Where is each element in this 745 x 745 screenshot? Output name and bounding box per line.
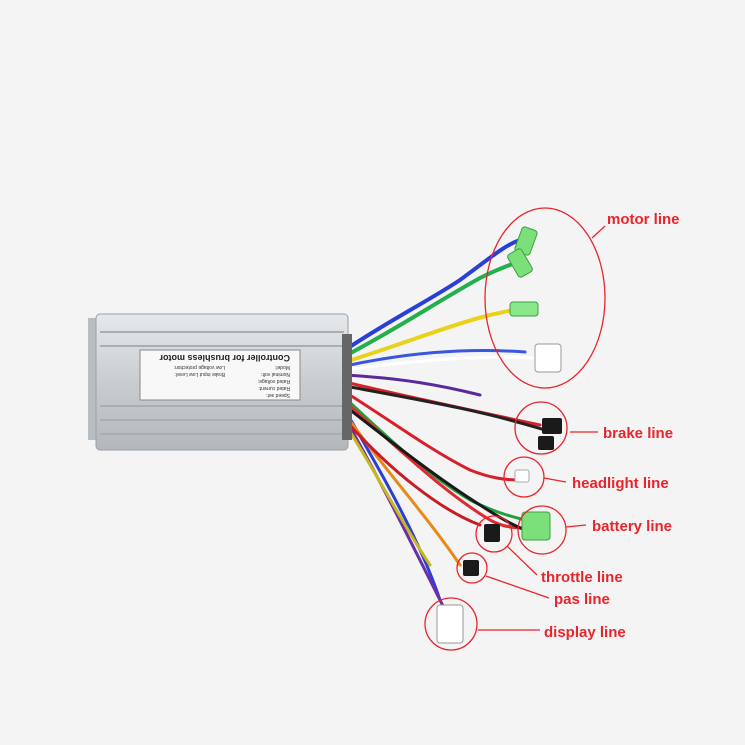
wire-yellow-2: [343, 422, 432, 567]
display-circle: [424, 597, 478, 651]
plate-line-2: Nominal volt:: [261, 371, 290, 377]
pas-line-label: pas line: [554, 591, 610, 608]
wire-green-2: [343, 396, 527, 522]
brake-connector-2: [538, 436, 554, 450]
annotations: [424, 207, 606, 651]
plate-line-3: Rated voltage:: [258, 378, 290, 384]
plate-line-7: Brake input Low Level:: [174, 371, 225, 377]
motor-line-label: motor line: [607, 211, 680, 228]
motor-arrow: [591, 225, 606, 239]
wire-red-3: [343, 400, 532, 530]
throttle-line-label: throttle line: [541, 569, 623, 586]
pas-circle: [456, 552, 488, 584]
pas-arrow: [485, 575, 550, 599]
motor-circle: [484, 207, 606, 389]
wire-blue-thin: [343, 349, 527, 368]
brake-circle: [514, 401, 568, 455]
battery-connector: [521, 511, 551, 541]
label-plate: Controller for brushless motor Model: No…: [139, 349, 301, 401]
plate-line-1: Model:: [275, 364, 290, 370]
pas-connector: [463, 560, 479, 576]
brake-line-label: brake line: [603, 425, 674, 442]
throttle-circle: [475, 515, 513, 553]
controller-housing: Controller for brushless motor Model: No…: [88, 313, 352, 451]
throttle-arrow: [506, 545, 538, 576]
wire-purple-2: [343, 416, 447, 612]
wire-yellow-motor: [343, 308, 518, 364]
brake-connector: [542, 418, 562, 434]
throttle-connector: [484, 524, 500, 542]
wire-bundle: [343, 238, 547, 612]
wire-green-motor: [343, 260, 520, 358]
wire-blue-motor: [343, 238, 522, 352]
motor-white-plug: [534, 343, 562, 373]
headlight-circle: [503, 456, 545, 498]
wire-red-2: [343, 390, 522, 482]
headlight-arrow: [543, 477, 567, 483]
wire-black-1: [343, 384, 547, 432]
motor-connector-2: [507, 248, 533, 278]
plate-line-4: Rated current:: [258, 385, 290, 391]
battery-circle: [517, 505, 567, 555]
battery-line-label: battery line: [592, 518, 673, 535]
display-line-label: display line: [544, 624, 626, 641]
wire-purple: [343, 373, 482, 397]
battery-arrow: [565, 524, 587, 528]
connectors: [436, 226, 562, 644]
plate-line-6: Low voltage protection:: [174, 364, 225, 370]
display-connector: [436, 604, 464, 644]
motor-connector-3: [509, 301, 539, 317]
headlight-connector: [514, 469, 530, 483]
plate-title: Controller for brushless motor: [159, 353, 290, 363]
wire-red-4: [343, 418, 482, 527]
wire-white: [343, 355, 537, 372]
headlight-line-label: headlight line: [572, 475, 669, 492]
plate-line-5: Speed set:: [266, 392, 290, 398]
